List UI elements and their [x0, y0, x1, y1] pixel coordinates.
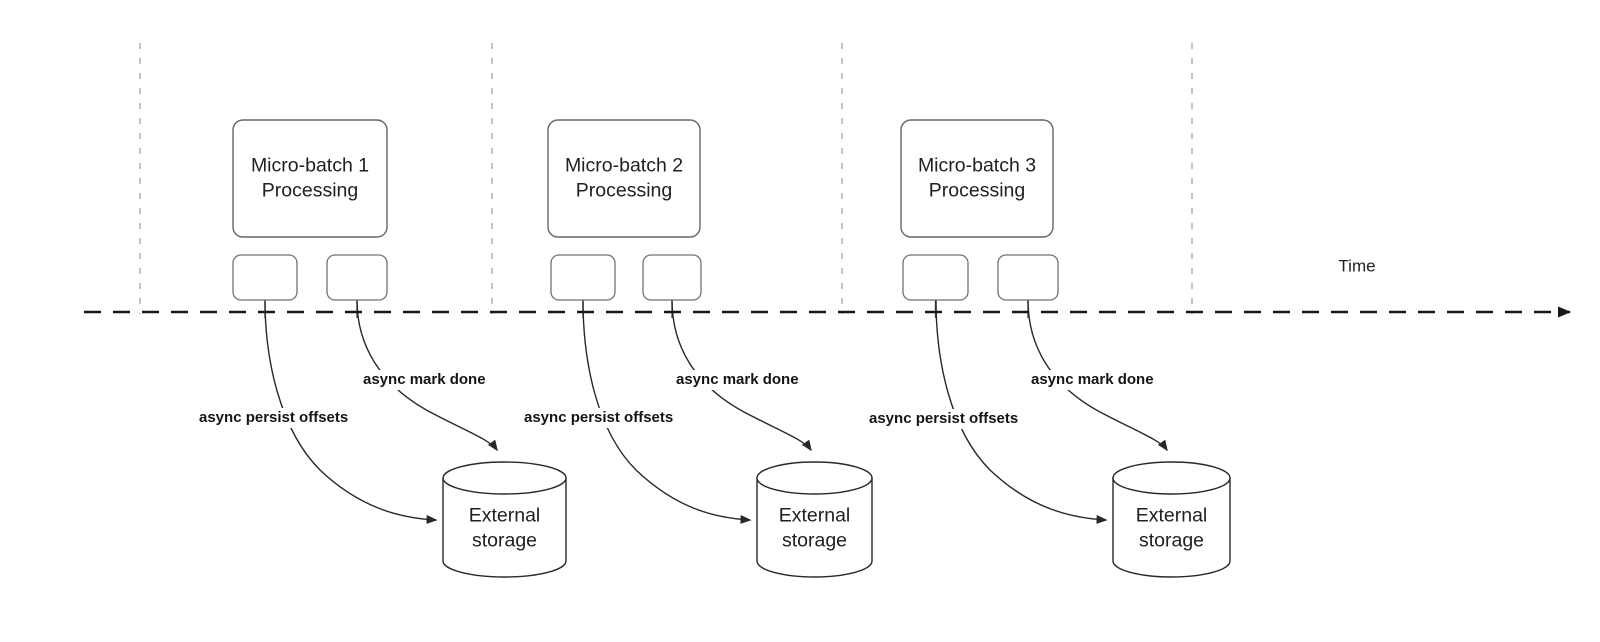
edge-label-halo	[521, 408, 693, 428]
edge-label-persist-offsets-1: async persist offsets	[196, 408, 368, 428]
edges-batch-2	[582, 299, 812, 524]
edge-label-text: async mark done	[363, 371, 486, 388]
cylinder-body	[442, 477, 567, 578]
edge-label-persist-offsets-2: async persist offsets	[521, 408, 693, 428]
edge-mark-done-3	[1027, 299, 1168, 452]
edge-persist-offsets-2	[582, 299, 752, 524]
edge-mark-done-2	[671, 299, 812, 452]
edge-label-text: async persist offsets	[199, 409, 348, 426]
batch-box-label-line1: Micro-batch 2	[565, 155, 683, 177]
batch-box-label-line1: Micro-batch 3	[918, 155, 1036, 177]
flow-edges-layer	[264, 299, 1168, 524]
mini-task-box-mb3-task-a[interactable]	[902, 254, 969, 301]
cylinder-top	[756, 461, 873, 495]
edges-batch-3	[934, 299, 1168, 524]
batch-box-label-line2: Processing	[262, 180, 358, 202]
mini-task-box-mb2-task-a[interactable]	[550, 254, 616, 301]
cylinder-top	[1112, 461, 1231, 495]
batch-box-batch-2[interactable]: Micro-batch 2 Processing	[547, 119, 701, 238]
cylinder-body	[756, 477, 873, 578]
edge-label-halo	[1028, 370, 1153, 390]
edge-label-halo	[866, 409, 1038, 429]
edge-labels-layer: async persist offsets async mark done asyn…	[196, 370, 1154, 429]
edge-label-mark-done-3: async mark done	[1028, 370, 1154, 390]
edge-label-text: async mark done	[1031, 371, 1154, 388]
edge-label-mark-done-2: async mark done	[673, 370, 799, 390]
mini-task-box-mb2-task-b[interactable]	[642, 254, 702, 301]
mini-task-box-mb1-task-a[interactable]	[232, 254, 298, 301]
edges-batch-1	[264, 299, 498, 524]
edge-label-mark-done-1: async mark done	[360, 370, 486, 390]
external-storage-batch-2[interactable]: External storage	[756, 461, 873, 578]
shapes-layer: Micro-batch 1ProcessingExternalstorageMi…	[232, 119, 1231, 578]
batch-box-label-line1: Micro-batch 1	[251, 155, 369, 177]
edge-label-halo	[196, 408, 368, 428]
storage-label-line2: storage	[472, 530, 537, 552]
storage-label-line1: External	[1136, 505, 1208, 527]
batch-box-rect	[232, 119, 388, 238]
edge-label-text: async persist offsets	[524, 409, 673, 426]
storage-label-line1: External	[469, 505, 541, 527]
edge-label-halo	[360, 370, 485, 390]
cylinder-top	[442, 461, 567, 495]
edge-persist-offsets-1	[264, 299, 438, 524]
external-storage-batch-3[interactable]: External storage	[1112, 461, 1231, 578]
storage-label-line2: storage	[1139, 530, 1204, 552]
batch-box-label-line2: Processing	[576, 180, 672, 202]
mini-task-box-mb3-task-b[interactable]	[997, 254, 1059, 301]
edge-label-persist-offsets-3: async persist offsets	[866, 409, 1038, 429]
edge-mark-done-1	[356, 299, 498, 452]
time-axis-label: Time	[1338, 256, 1375, 275]
storage-label-line1: External	[779, 505, 851, 527]
cylinder-body	[1112, 477, 1231, 578]
storage-label-line2: storage	[782, 530, 847, 552]
edge-label-text: async mark done	[676, 371, 799, 388]
batch-box-rect	[547, 119, 701, 238]
external-storage-batch-1[interactable]: External storage	[442, 461, 567, 578]
edge-label-halo	[673, 370, 798, 390]
batch-box-batch-1[interactable]: Micro-batch 1 Processing	[232, 119, 388, 238]
batch-box-batch-3[interactable]: Micro-batch 3 Processing	[900, 119, 1054, 238]
edge-label-text: async persist offsets	[869, 410, 1018, 427]
batch-box-label-line2: Processing	[929, 180, 1025, 202]
edge-persist-offsets-3	[935, 299, 1108, 524]
mini-task-box-mb1-task-b[interactable]	[326, 254, 388, 301]
batch-box-rect	[900, 119, 1054, 238]
period-dividers	[139, 43, 1193, 314]
